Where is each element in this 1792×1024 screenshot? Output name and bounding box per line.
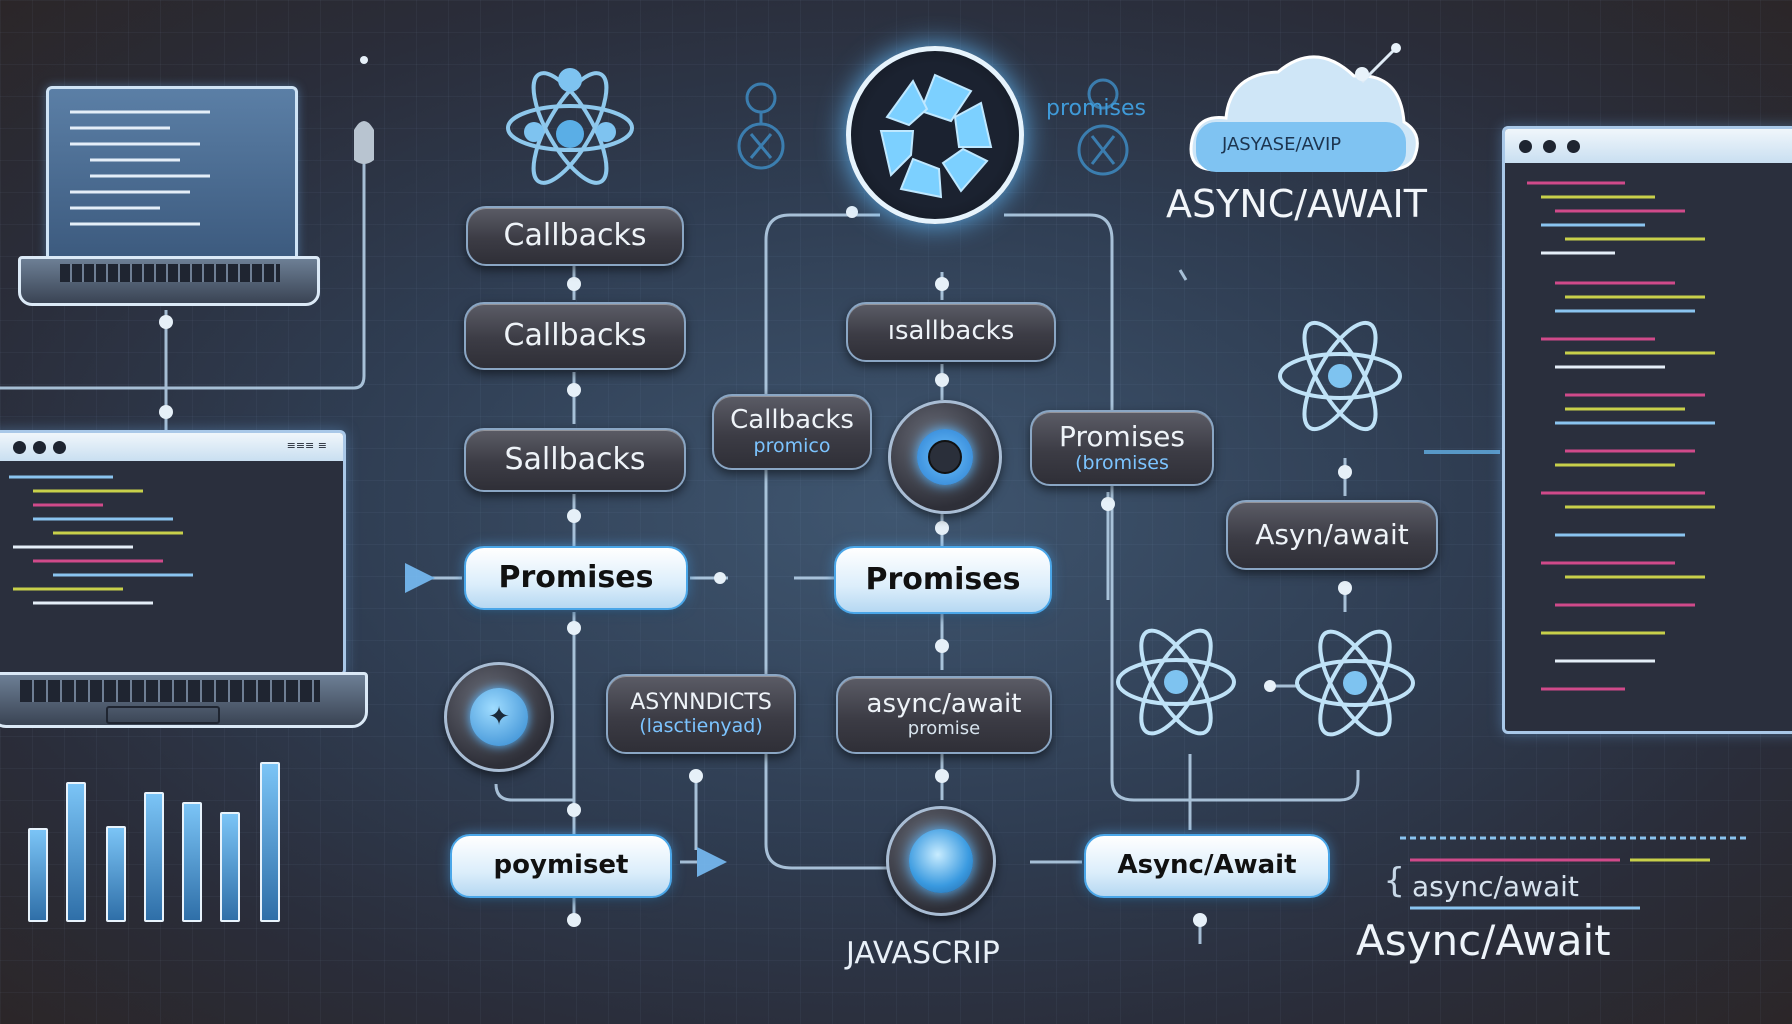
async-await-large-label: Async/Await bbox=[1356, 916, 1611, 965]
javascript-label: JAVASCRIP bbox=[846, 936, 1000, 971]
callbacks-node[interactable]: Callbacks bbox=[466, 206, 684, 266]
cloud-label: JASYASE/AVIP bbox=[1222, 134, 1342, 155]
async-await-bottom-node[interactable]: Async/Await bbox=[1084, 834, 1330, 898]
promises-node[interactable]: Promises bbox=[464, 546, 688, 610]
cloud-icon bbox=[1189, 43, 1419, 172]
async-await-top-label: ASYNC/AWAIT bbox=[1166, 182, 1427, 226]
poymiset-node[interactable]: poymiset bbox=[450, 834, 672, 898]
target-circle-node[interactable] bbox=[888, 400, 1002, 514]
sallbacks-center-node[interactable]: ısallbacks bbox=[846, 302, 1056, 362]
star-circle-node[interactable]: ✦ bbox=[444, 662, 554, 772]
promises-top-label: promises bbox=[1046, 96, 1146, 121]
bar-chart-icon bbox=[20, 760, 300, 922]
atom-icon bbox=[1295, 629, 1415, 737]
svg-text:{: { bbox=[1384, 861, 1404, 901]
async-await-code-label: async/await bbox=[1412, 870, 1579, 903]
asynndicts-node[interactable]: ASYNNDICTS (lasctienyad) bbox=[606, 674, 796, 754]
atom-icon bbox=[506, 68, 634, 185]
callbacks-promico-node[interactable]: Callbacks promico bbox=[712, 394, 872, 470]
atom-icon bbox=[1116, 628, 1236, 736]
star-icon: ✦ bbox=[488, 702, 510, 732]
network-icon bbox=[1077, 78, 1129, 176]
code-window bbox=[1502, 126, 1792, 734]
toolbar-text: ≡≡≡ ≡ bbox=[286, 439, 327, 452]
network-icon bbox=[737, 82, 785, 170]
callbacks-node[interactable]: Callbacks bbox=[464, 302, 686, 370]
promises-center-node[interactable]: Promises bbox=[834, 546, 1052, 614]
aperture-logo bbox=[846, 46, 1024, 224]
atom-icon bbox=[1278, 320, 1402, 432]
window-titlebar: ≡≡≡ ≡ bbox=[0, 433, 343, 461]
promises-right-node[interactable]: Promises (bromises bbox=[1030, 410, 1214, 486]
sallbacks-node[interactable]: Sallbacks bbox=[464, 428, 686, 492]
code-snippet: { bbox=[1384, 836, 1750, 910]
asyn-await-node[interactable]: Asyn/await bbox=[1226, 500, 1438, 570]
async-await-promise-node[interactable]: async/await promise bbox=[836, 676, 1052, 754]
blue-circle-node[interactable] bbox=[886, 806, 996, 916]
